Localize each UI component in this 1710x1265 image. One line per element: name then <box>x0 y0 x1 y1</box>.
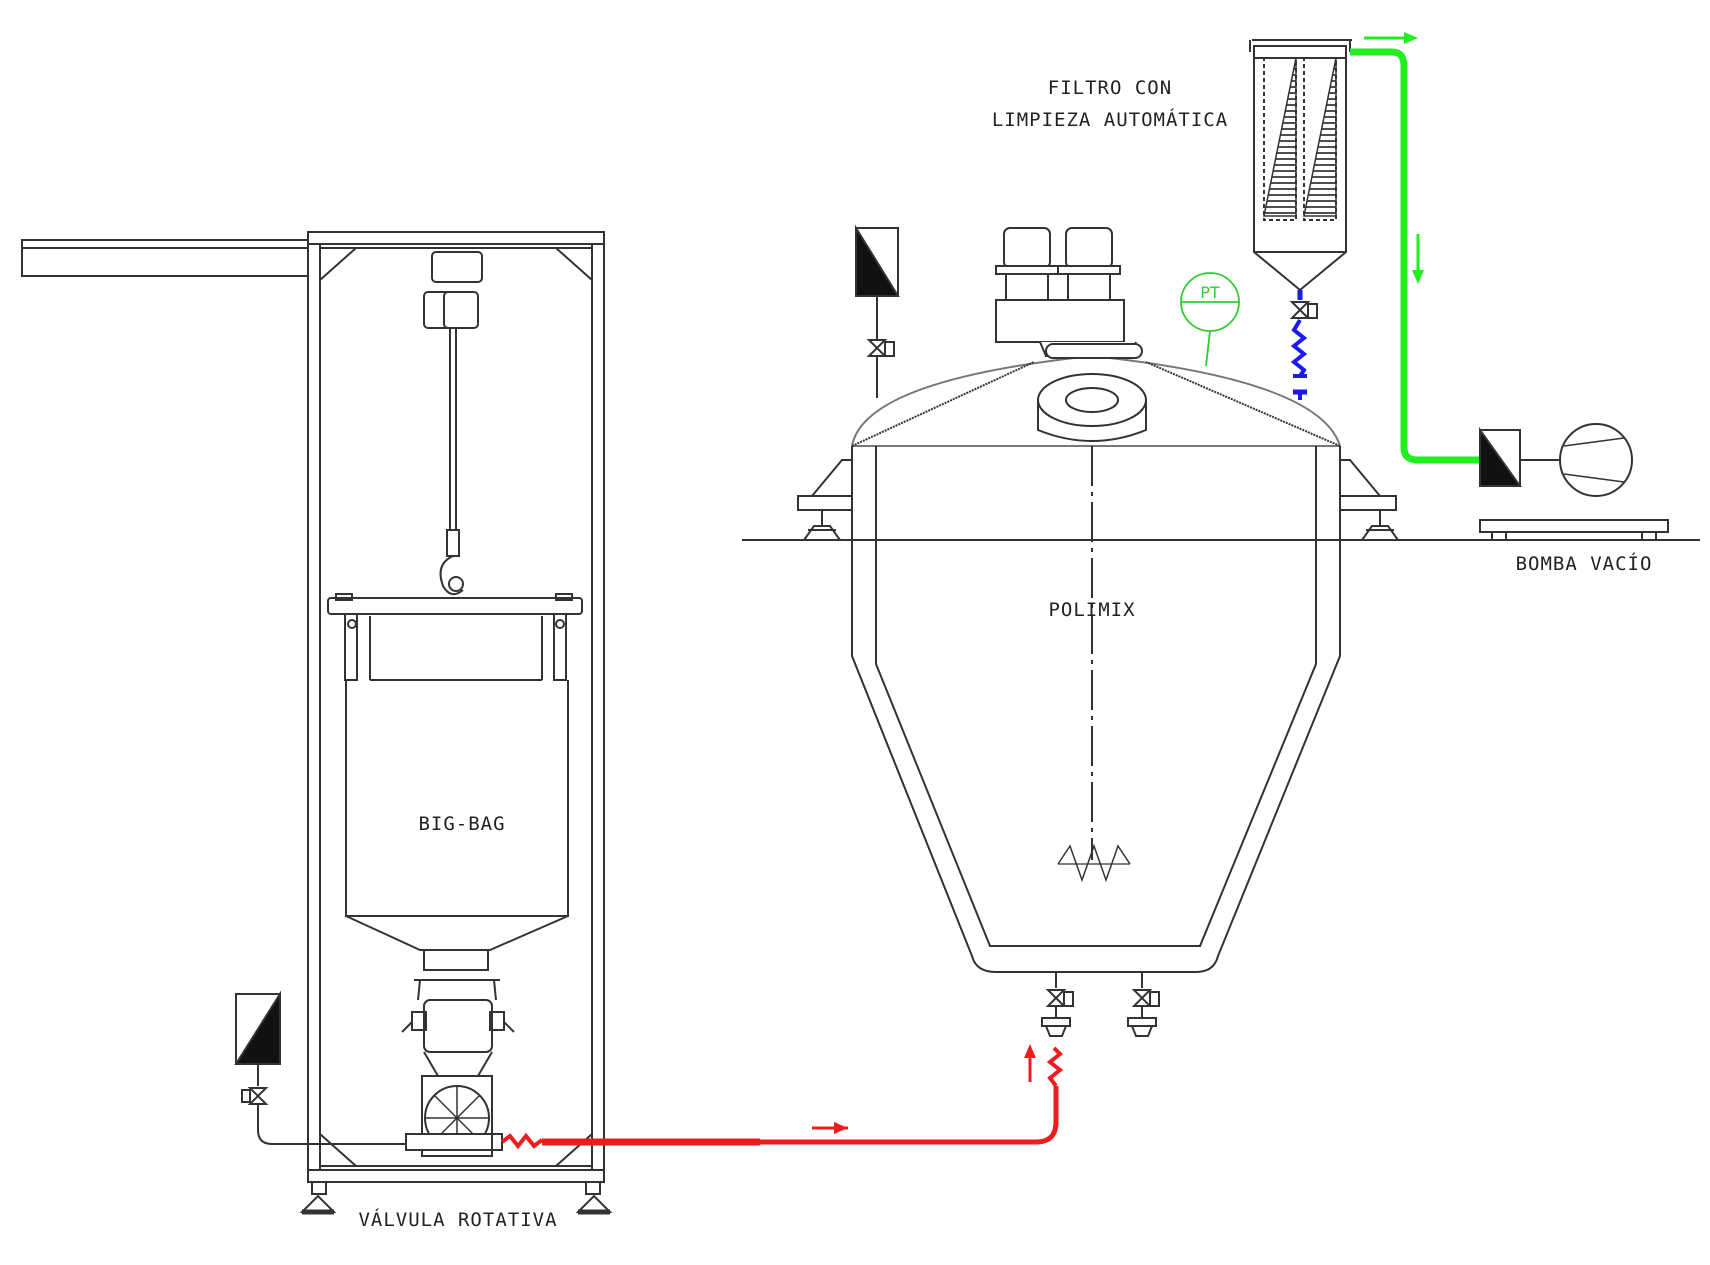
agitator-motors <box>995 227 1143 359</box>
polimix-label: POLIMIX <box>1048 599 1135 621</box>
big-bag <box>327 593 583 1077</box>
vacuum-pump <box>1479 423 1669 541</box>
big-bag-frame <box>21 231 605 1195</box>
filter-label-line1: FILTRO CON <box>1048 77 1172 99</box>
top-nozzle <box>1037 373 1147 442</box>
electric-hoist <box>423 251 483 596</box>
filter-discharge-line <box>1290 290 1308 400</box>
filter-label-line2: LIMPIEZA AUTOMÁTICA <box>992 108 1228 131</box>
pt-label: PT <box>1200 283 1220 302</box>
vacuum-pump-label: BOMBA VACÍO <box>1516 552 1653 575</box>
bottom-valves <box>1041 972 1160 1037</box>
pressure-transmitter <box>1180 272 1240 367</box>
conveying-line <box>500 1044 1064 1150</box>
air-inlet-filter <box>234 990 406 1145</box>
rotary-valve-label: VÁLVULA ROTATIVA <box>358 1208 557 1231</box>
vacuum-line <box>1350 32 1482 464</box>
auto-clean-filter <box>1249 39 1352 319</box>
frame-feet <box>299 1194 613 1215</box>
vessel-supports <box>797 459 1400 541</box>
polimix-vessel <box>851 354 1341 973</box>
big-bag-label: BIG-BAG <box>418 813 505 835</box>
rotary-valve <box>405 1075 503 1157</box>
vent-filter <box>855 224 900 398</box>
